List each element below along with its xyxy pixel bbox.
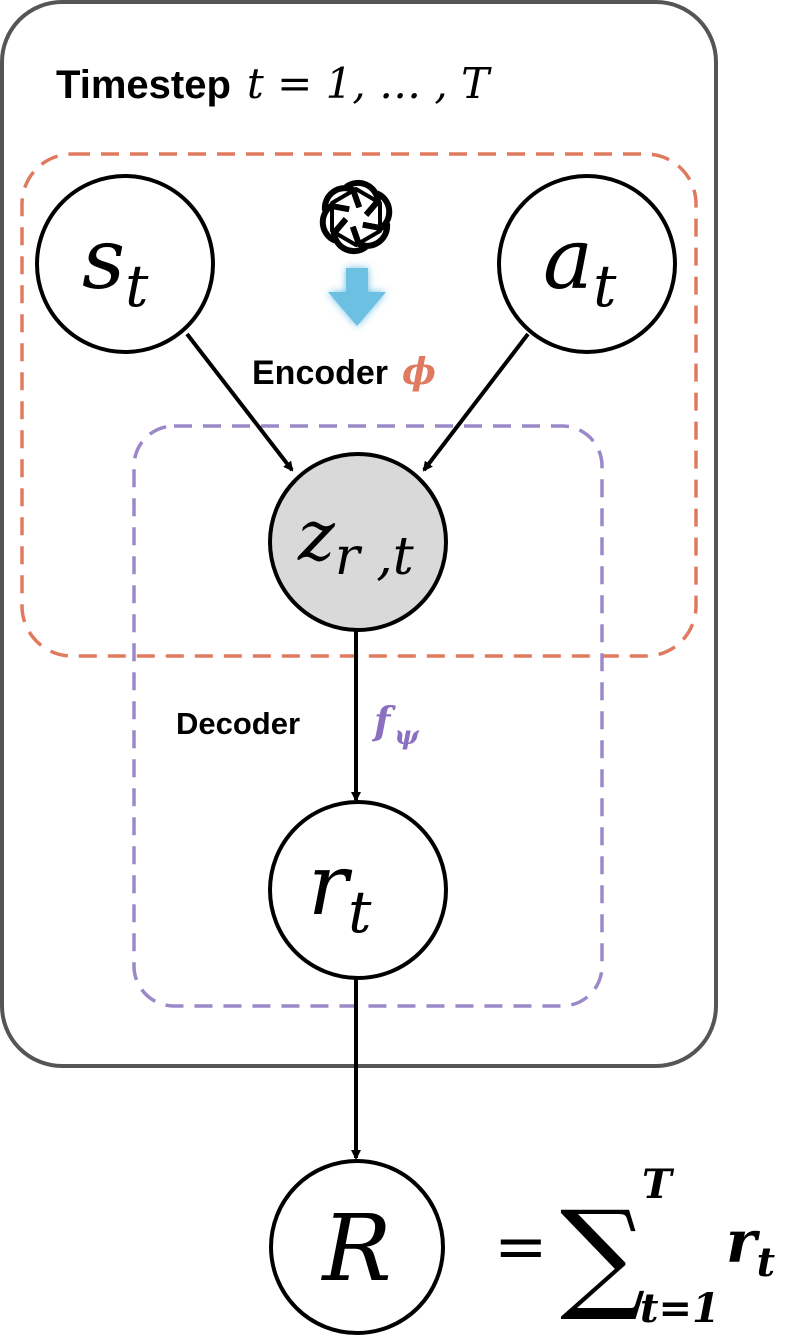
encoder-label-text: Encoder [252,354,388,392]
node-state-sub: t [125,252,149,320]
node-state-base: s [82,210,125,308]
svg-text:at: at [543,210,617,320]
return-equation: = ∑ T t=1 rt [494,1161,776,1332]
svg-text:rt: rt [308,836,372,946]
node-state: st [35,174,215,354]
node-latent-base: z [297,495,336,577]
node-return-label: R [320,1195,391,1302]
down-arrow-icon [328,268,386,326]
node-action-base: a [543,210,593,308]
node-action-sub: t [593,252,617,320]
node-return: R [269,1159,445,1335]
plate-title: Timestep t = 1, … , T [56,59,492,108]
decoder-symbol: f ψ [371,698,420,751]
decoder-symbol-sub: ψ [394,721,420,751]
equation-lower-limit: t=1 [640,1285,720,1332]
edge-state-to-latent [185,332,294,472]
timestep-plate [0,0,718,1068]
node-reward-base: r [308,836,353,934]
encoder-symbol: ϕ [402,351,436,393]
equation-term-sub: t [757,1239,776,1286]
equation-upper-limit: T [642,1161,675,1208]
decoder-region [132,424,604,1008]
node-reward: rt [268,800,448,980]
svg-text:st: st [82,210,149,320]
equation-equals: = [494,1210,548,1284]
node-reward-sub: t [348,878,372,946]
node-latent: zr ,t [268,452,448,632]
plate-title-word: Timestep [56,63,231,107]
decoder-symbol-base: f [371,698,396,743]
edge-action-to-latent [422,332,530,472]
node-latent-sub: r ,t [335,527,414,587]
openai-logo-icon [319,179,393,255]
equation-sum-symbol: ∑ [560,1186,646,1325]
svg-text:zr ,t: zr ,t [297,495,414,587]
equation-term: rt [726,1208,776,1286]
equation-term-base: r [726,1208,761,1276]
encoder-region [20,152,698,658]
node-action: at [497,174,677,354]
decoder-label-text: Decoder [176,706,300,741]
encoder-label: Encoder ϕ [252,351,436,393]
decoder-label: Decoder [176,706,300,741]
plate-title-math: t = 1, … , T [247,59,492,108]
